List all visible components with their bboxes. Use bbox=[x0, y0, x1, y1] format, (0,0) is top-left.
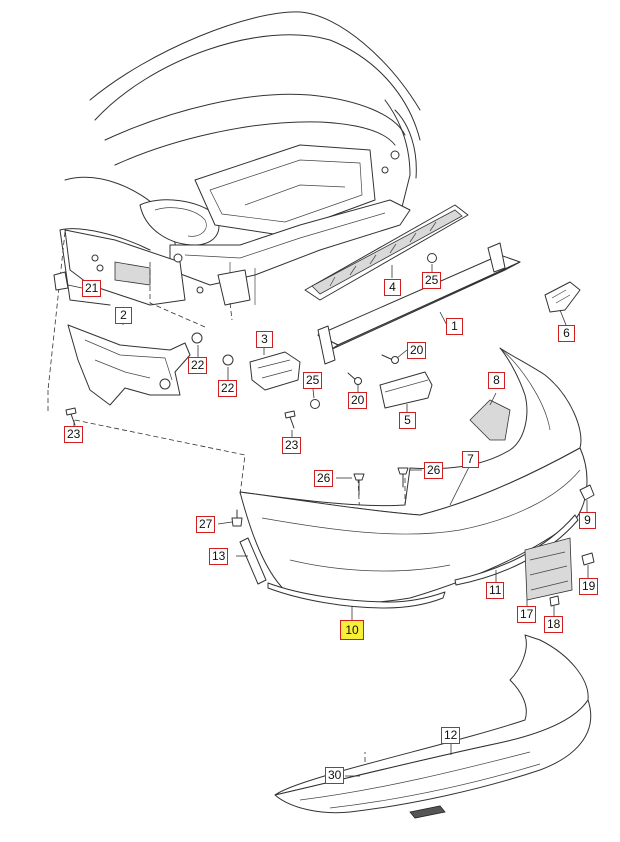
part-11-trim-strip bbox=[454, 514, 579, 586]
part-10-trim-strip bbox=[267, 582, 446, 609]
callout-10-highlighted[interactable]: 10 bbox=[340, 620, 364, 640]
part-2-guide-bracket bbox=[67, 324, 191, 406]
callout-30[interactable]: 30 bbox=[325, 767, 345, 784]
part-8-insert bbox=[469, 399, 511, 441]
callout-22-left[interactable]: 22 bbox=[188, 357, 208, 374]
callout-3[interactable]: 3 bbox=[256, 331, 273, 348]
callout-8[interactable]: 8 bbox=[488, 372, 505, 389]
callout-25-lower[interactable]: 25 bbox=[303, 372, 323, 389]
callout-11[interactable]: 11 bbox=[486, 582, 505, 599]
part-4-mesh bbox=[304, 204, 469, 301]
callout-22-right[interactable]: 22 bbox=[218, 380, 238, 397]
callout-23-right[interactable]: 23 bbox=[282, 437, 302, 454]
callout-4[interactable]: 4 bbox=[384, 279, 401, 296]
callout-12[interactable]: 12 bbox=[441, 727, 461, 744]
callout-6[interactable]: 6 bbox=[558, 325, 575, 342]
callout-2[interactable]: 2 bbox=[115, 307, 132, 324]
callout-5[interactable]: 5 bbox=[399, 412, 416, 429]
part-17-plate-bracket bbox=[524, 537, 573, 601]
callout-26-left[interactable]: 26 bbox=[314, 470, 334, 487]
callout-23-left[interactable]: 23 bbox=[64, 426, 84, 443]
callout-20-lower[interactable]: 20 bbox=[348, 392, 368, 409]
callout-26-right[interactable]: 26 bbox=[424, 462, 444, 479]
part-1-bumper-beam bbox=[317, 242, 521, 365]
callout-9[interactable]: 9 bbox=[579, 512, 596, 529]
part-12-diffuser bbox=[274, 634, 592, 819]
callout-19[interactable]: 19 bbox=[579, 578, 599, 595]
callout-18[interactable]: 18 bbox=[544, 616, 564, 633]
part-13-bracket bbox=[239, 537, 267, 585]
callout-21[interactable]: 21 bbox=[82, 280, 102, 297]
part-5-reflector bbox=[379, 371, 433, 409]
callout-20-upper[interactable]: 20 bbox=[407, 342, 427, 359]
part-6-bracket bbox=[544, 281, 581, 313]
part-3-bracket bbox=[249, 351, 301, 391]
callout-27[interactable]: 27 bbox=[196, 516, 216, 533]
part-9-clip bbox=[579, 484, 595, 501]
callout-17[interactable]: 17 bbox=[517, 606, 537, 623]
callout-25-upper[interactable]: 25 bbox=[422, 272, 442, 289]
callout-13[interactable]: 13 bbox=[209, 548, 229, 565]
callout-7[interactable]: 7 bbox=[462, 451, 479, 468]
callout-1[interactable]: 1 bbox=[446, 318, 463, 335]
